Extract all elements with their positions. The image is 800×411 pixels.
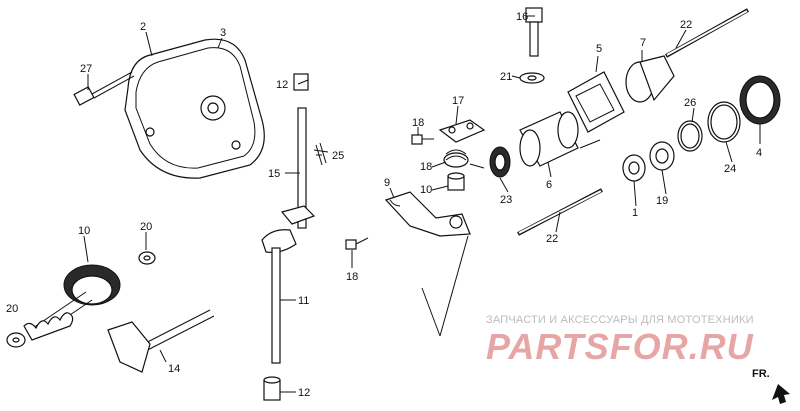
shaft-14 bbox=[280, 73, 316, 229]
bolt-18-upper bbox=[411, 134, 434, 145]
shift-arm-13 bbox=[107, 309, 215, 373]
bolt-18-lower bbox=[345, 237, 369, 250]
callout-16: 18 bbox=[420, 161, 432, 173]
callout-20-right: 20 bbox=[140, 221, 152, 233]
callout-27: 27 bbox=[80, 63, 92, 75]
watermark-caption: ЗАПЧАСТИ И АКСЕССУАРЫ ДЛЯ МОТОТЕХНИКИ bbox=[486, 314, 754, 326]
callout-25: 25 bbox=[332, 150, 344, 162]
front-direction-label: FR. bbox=[752, 368, 770, 380]
callout-21: 21 bbox=[500, 71, 512, 83]
callout-18-bottom: 18 bbox=[346, 271, 358, 283]
front-arrow-icon bbox=[772, 384, 790, 404]
washer-19 bbox=[649, 141, 675, 171]
callout-20-left: 20 bbox=[6, 303, 18, 315]
callout-13: 14 bbox=[168, 363, 180, 375]
callout-2: 2 bbox=[140, 21, 146, 33]
callout-14: 15 bbox=[268, 168, 280, 180]
spring-16 bbox=[443, 149, 485, 169]
callout-8: 10 bbox=[78, 225, 90, 237]
callout-7: 7 bbox=[640, 37, 646, 49]
callout-3: 3 bbox=[220, 27, 226, 39]
gear-cover bbox=[124, 38, 265, 179]
callout-19: 19 bbox=[656, 195, 668, 207]
shift-drum-6 bbox=[519, 111, 579, 167]
collar-10 bbox=[447, 172, 465, 191]
washers-20 bbox=[6, 251, 156, 348]
switch-9 bbox=[384, 191, 471, 237]
shaft-11 bbox=[261, 229, 297, 401]
callout-23: 23 bbox=[500, 194, 512, 206]
callout-4: 4 bbox=[756, 147, 762, 159]
callout-11: 11 bbox=[298, 295, 309, 307]
callout-18-top: 18 bbox=[412, 117, 424, 129]
callout-9: 9 bbox=[384, 177, 390, 189]
bracket-15 bbox=[438, 119, 486, 143]
callout-24: 24 bbox=[724, 163, 736, 175]
callout-6: 6 bbox=[546, 179, 552, 191]
bearing-23 bbox=[489, 146, 511, 178]
ring-24 bbox=[707, 101, 741, 143]
part-5 bbox=[567, 71, 625, 133]
cap-4 bbox=[739, 75, 781, 125]
callout-26: 26 bbox=[684, 97, 696, 109]
gear-8 bbox=[23, 264, 121, 341]
callout-1: 1 bbox=[632, 207, 638, 219]
callout-12-bottom: 12 bbox=[298, 387, 310, 399]
callout-10: 10 bbox=[420, 184, 432, 196]
callout-22-top: 22 bbox=[680, 19, 692, 31]
callout-5: 5 bbox=[596, 43, 602, 55]
leader-lines bbox=[83, 15, 761, 393]
callout-17: 16 bbox=[516, 11, 528, 23]
washer-21 bbox=[519, 72, 545, 84]
callout-15: 17 bbox=[452, 95, 464, 107]
pin-25 bbox=[313, 142, 329, 166]
cover-bolt bbox=[73, 71, 135, 106]
clip-26 bbox=[677, 120, 703, 152]
rod-22-upper bbox=[665, 8, 749, 58]
washer-1 bbox=[622, 154, 646, 182]
watermark-logo: PARTSFOR.RU bbox=[486, 326, 754, 367]
bolt-17 bbox=[525, 7, 543, 57]
callout-labels: 2 3 27 12 15 25 10 20 20 14 11 12 16 21 … bbox=[6, 11, 762, 399]
callout-22-bottom: 22 bbox=[546, 233, 558, 245]
part-7 bbox=[625, 55, 675, 103]
callout-12-top: 12 bbox=[276, 79, 288, 91]
